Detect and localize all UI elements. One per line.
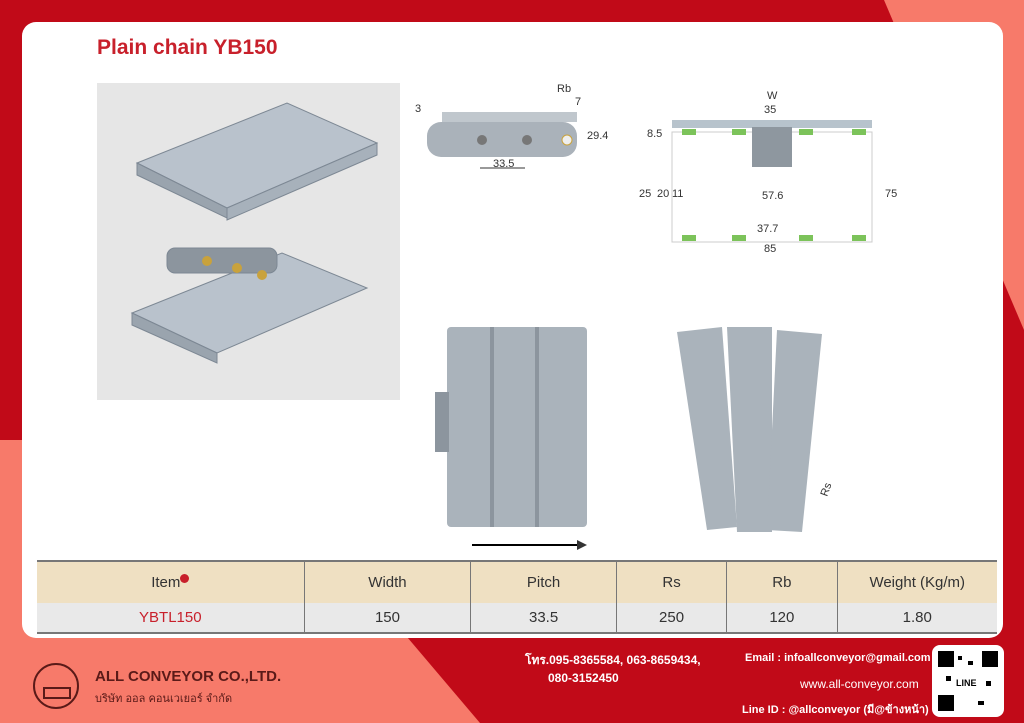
website-link[interactable]: www.all-conveyor.com xyxy=(800,677,919,691)
col-weight: Weight (Kg/m) xyxy=(836,560,997,603)
cell-weight: 1.80 xyxy=(836,603,997,634)
cell-pitch: 33.5 xyxy=(470,603,617,634)
qr-code-icon[interactable]: LINE xyxy=(932,645,1004,717)
spec-table: Item Width Pitch Rs Rb Weight (Kg/m) YBT… xyxy=(37,560,997,634)
info-badge-icon xyxy=(180,574,190,583)
dim-3: 3 xyxy=(415,103,421,115)
company-name: ALL CONVEYOR CO.,LTD. xyxy=(95,668,282,685)
cell-width: 150 xyxy=(303,603,471,634)
dim-rs: Rs xyxy=(819,481,835,498)
dim-7: 7 xyxy=(575,96,581,108)
dim-20: 20 xyxy=(657,188,669,200)
phone-2: 080-3152450 xyxy=(548,671,619,685)
table-row: YBTL150 150 33.5 250 120 1.80 xyxy=(37,603,997,634)
col-pitch: Pitch xyxy=(470,560,617,603)
technical-drawing: 33.5 3 Rb 7 29.4 W 35 8.5 25 20 11 57.6 … xyxy=(415,83,897,255)
col-rs: Rs xyxy=(615,560,727,603)
dim-35: 35 xyxy=(764,104,776,116)
cell-rb: 120 xyxy=(726,603,837,634)
cell-rs: 250 xyxy=(615,603,727,634)
col-rb: Rb xyxy=(726,560,837,603)
dim-pitch: 33.5 xyxy=(493,158,514,170)
dim-75: 75 xyxy=(885,188,897,200)
dim-8-5: 8.5 xyxy=(647,128,662,140)
product-card: Plain chain YB150 33.5 3 Rb 7 29.4 W 35 … xyxy=(22,22,1003,638)
dim-29-4: 29.4 xyxy=(587,130,608,142)
phone: โทร.095-8365584, 063-8659434, xyxy=(525,653,701,667)
company-name-thai: บริษัท ออล คอนเวเยอร์ จำกัด xyxy=(95,693,233,705)
page-title: Plain chain YB150 xyxy=(97,36,278,59)
cell-item: YBTL150 xyxy=(37,603,305,634)
dim-57-6: 57.6 xyxy=(762,190,783,202)
line-id: Line ID : @allconveyor (มี@ข้างหน้า) xyxy=(742,704,929,716)
dim-rb: Rb xyxy=(557,83,571,95)
top-view-drawings: Rs xyxy=(435,327,835,550)
dim-w: W xyxy=(767,90,778,102)
dim-11: 11 xyxy=(672,188,683,200)
product-photo xyxy=(97,83,400,400)
dim-85: 85 xyxy=(764,243,776,255)
dim-25: 25 xyxy=(639,188,651,200)
qr-label: LINE xyxy=(956,678,977,688)
dim-37-7: 37.7 xyxy=(757,223,778,235)
email-link[interactable]: Email : infoallconveyor@gmail.com xyxy=(745,652,931,664)
company-logo-icon xyxy=(33,663,79,709)
table-header-row: Item Width Pitch Rs Rb Weight (Kg/m) xyxy=(37,560,997,603)
col-item: Item xyxy=(37,560,305,603)
col-width: Width xyxy=(303,560,471,603)
